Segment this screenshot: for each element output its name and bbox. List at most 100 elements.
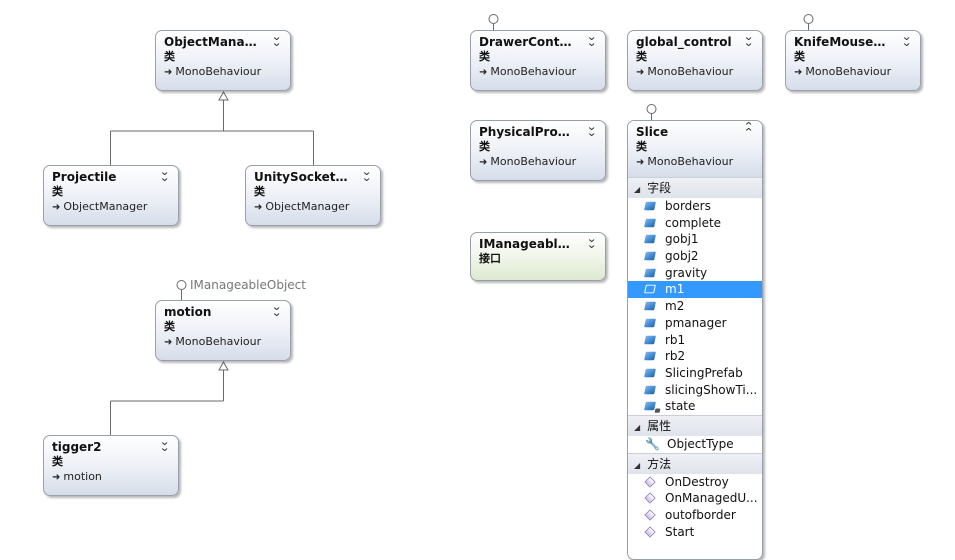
field-icon	[644, 318, 656, 328]
class-kind: 类	[479, 140, 490, 153]
field-item[interactable]: SlicingPrefab	[628, 365, 762, 382]
class-base: ➜MonoBehaviour	[794, 65, 892, 78]
class-kind: 类	[164, 320, 175, 333]
class-name: Slice	[636, 125, 669, 139]
field-item[interactable]: slicingShowTi...	[628, 382, 762, 399]
field-icon	[644, 251, 656, 261]
interface-lollipop-icon	[803, 14, 814, 24]
inherits-arrow-icon: ➜	[52, 202, 61, 213]
property-item[interactable]: 🔧ObjectType	[645, 436, 734, 451]
class-objectmanager[interactable]: ObjectManager 类 ➜MonoBehaviour ⌄⌄	[155, 30, 291, 91]
field-icon	[644, 351, 656, 361]
interface-lollipop-icon	[646, 104, 657, 114]
expand-chevron-icon[interactable]: ⌄⌄	[360, 165, 372, 184]
class-base: ➜motion	[52, 470, 102, 483]
field-icon	[644, 201, 656, 211]
collapse-triangle-icon: ◢	[634, 185, 641, 194]
class-base: ➜MonoBehaviour	[164, 65, 262, 78]
expand-chevron-icon[interactable]: ⌄⌄	[900, 30, 912, 49]
section-properties-header[interactable]: ◢属性	[628, 414, 762, 436]
class-kind: 类	[636, 140, 647, 153]
interface-imanageableobject[interactable]: IManageableO... 接口 ⌄⌄	[470, 232, 606, 281]
class-global-control[interactable]: global_control 类 ➜MonoBehaviour ⌄⌄	[627, 30, 763, 91]
class-drawercontrol[interactable]: DrawerControl... 类 ➜MonoBehaviour ⌄⌄	[470, 30, 606, 91]
field-item[interactable]: state	[628, 398, 762, 415]
class-kind: 类	[52, 455, 63, 468]
field-icon	[644, 268, 656, 277]
section-fields-header[interactable]: ◢字段	[628, 177, 762, 198]
class-kind: 类	[794, 50, 805, 63]
field-item[interactable]: gobj2	[628, 248, 762, 265]
inherits-arrow-icon: ➜	[794, 67, 803, 78]
inheritance-arrowhead	[218, 360, 229, 371]
field-item[interactable]: gravity	[628, 265, 762, 282]
inherits-arrow-icon: ➜	[479, 67, 488, 78]
class-base: ➜MonoBehaviour	[164, 335, 262, 348]
interface-lollipop-label: IManageableObject	[190, 278, 306, 292]
field-icon	[644, 385, 656, 394]
expand-chevron-icon[interactable]: ⌄⌄	[742, 30, 754, 49]
inheritance-arrowhead	[218, 90, 229, 101]
section-methods-header[interactable]: ◢方法	[628, 452, 762, 474]
method-item[interactable]: OnManagedU...	[628, 490, 762, 507]
expand-chevron-icon[interactable]: ⌄⌄	[585, 232, 597, 251]
collapse-triangle-icon: ◢	[634, 460, 641, 470]
class-tigger2[interactable]: tigger2 类 ➜motion ⌄⌄	[43, 435, 179, 496]
class-base: ➜ObjectManager	[254, 200, 350, 213]
method-icon	[644, 509, 656, 521]
class-unitysocketserver[interactable]: UnitySocketSe... 类 ➜ObjectManager ⌄⌄	[245, 165, 381, 226]
method-item[interactable]: Start	[628, 524, 762, 541]
inherits-arrow-icon: ➜	[636, 157, 645, 168]
field-item-selected[interactable]: m1	[628, 281, 762, 299]
expand-chevron-icon[interactable]: ⌄⌄	[158, 435, 170, 454]
expand-chevron-icon[interactable]: ⌄⌄	[585, 120, 597, 139]
class-name: UnitySocketSe...	[254, 170, 350, 184]
class-base: ➜MonoBehaviour	[479, 65, 577, 78]
class-base: ➜MonoBehaviour	[636, 65, 734, 78]
class-base: ➜MonoBehaviour	[479, 155, 577, 168]
class-base: ➜ObjectManager	[52, 200, 148, 213]
class-name: KnifeMouseCo...	[794, 35, 890, 49]
field-item[interactable]: m2	[628, 298, 762, 315]
inherits-arrow-icon: ➜	[254, 202, 263, 213]
field-icon	[644, 235, 656, 244]
interface-name: IManageableO...	[479, 237, 575, 251]
expand-chevron-icon[interactable]: ⌄⌄	[585, 30, 597, 49]
class-name: PhysicalProper...	[479, 125, 575, 139]
expand-chevron-icon[interactable]: ⌄⌄	[270, 30, 282, 49]
field-item[interactable]: pmanager	[628, 315, 762, 332]
class-kind: 类	[479, 50, 490, 63]
inherits-arrow-icon: ➜	[164, 337, 173, 348]
method-item[interactable]: OnDestroy	[628, 474, 762, 491]
class-kind: 类	[254, 185, 265, 198]
collapse-chevron-icon[interactable]: ⌃⌃	[742, 120, 754, 139]
class-name: DrawerControl...	[479, 35, 575, 49]
field-item[interactable]: borders	[628, 198, 762, 215]
collapse-triangle-icon: ◢	[634, 422, 641, 432]
method-icon	[644, 526, 656, 538]
class-name: Projectile	[52, 170, 117, 184]
inherits-arrow-icon: ➜	[479, 157, 488, 168]
method-item[interactable]: outofborder	[628, 507, 762, 524]
field-icon	[644, 301, 656, 311]
field-icon	[644, 335, 656, 344]
expand-chevron-icon[interactable]: ⌄⌄	[270, 300, 282, 319]
field-icon	[644, 368, 656, 378]
field-item[interactable]: rb2	[628, 348, 762, 365]
class-kind: 类	[164, 50, 175, 63]
class-knifemousecontrol[interactable]: KnifeMouseCo... 类 ➜MonoBehaviour ⌄⌄	[785, 30, 921, 91]
class-name: ObjectManager	[164, 35, 260, 49]
inherits-arrow-icon: ➜	[636, 67, 645, 78]
field-item[interactable]: rb1	[628, 332, 762, 349]
field-item[interactable]: gobj1	[628, 231, 762, 248]
field-item[interactable]: complete	[628, 215, 762, 232]
class-kind: 类	[52, 185, 63, 198]
class-projectile[interactable]: Projectile 类 ➜ObjectManager ⌄⌄	[43, 165, 179, 226]
class-name: global_control	[636, 35, 732, 49]
class-motion[interactable]: motion 类 ➜MonoBehaviour ⌄⌄	[155, 300, 291, 361]
inherits-arrow-icon: ➜	[52, 472, 61, 483]
protected-field-icon	[644, 402, 656, 411]
class-slice-expanded[interactable]: Slice 类 ➜MonoBehaviour ⌃⌃ ◢字段 borders co…	[627, 120, 763, 560]
expand-chevron-icon[interactable]: ⌄⌄	[158, 165, 170, 184]
class-physicalproperty[interactable]: PhysicalProper... 类 ➜MonoBehaviour ⌄⌄	[470, 120, 606, 181]
